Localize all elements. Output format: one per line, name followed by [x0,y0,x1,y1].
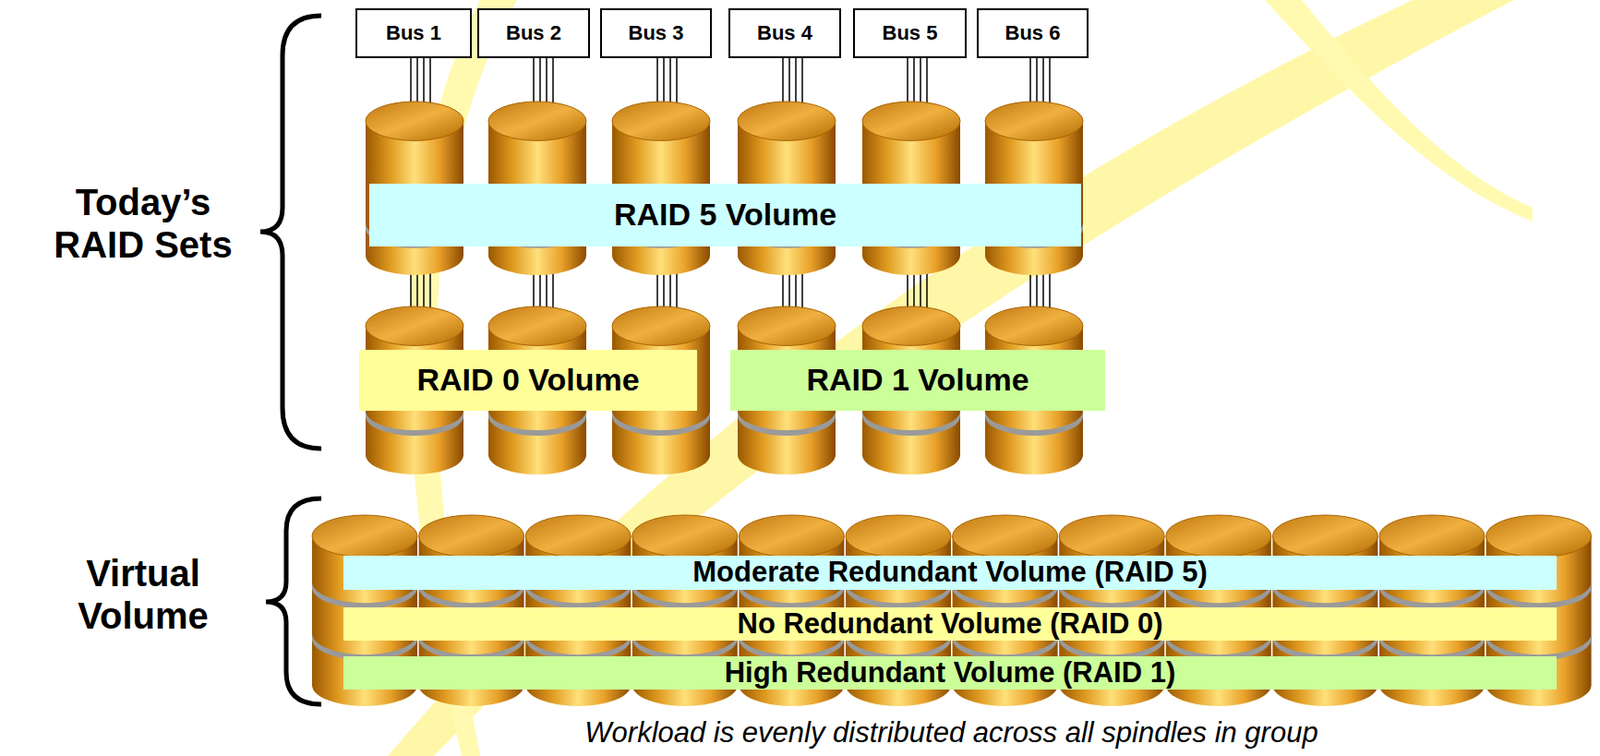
bus-wire [656,58,659,106]
platter-stripe [985,410,1083,436]
disk-top [737,306,836,346]
node-label: Bus 1 [385,22,442,45]
node-label: High Redundant Volume (RAID 1) [724,657,1177,689]
bus-wire [532,58,535,106]
platter-stripe [488,410,587,436]
disk-top [738,515,844,558]
disk-top [862,306,961,346]
volume-band: High Redundant Volume (RAID 1) [343,656,1557,690]
bus-wire [675,58,678,106]
bus-wire [416,58,419,106]
volume-band: RAID 1 Volume [730,349,1106,411]
bus-wire [1042,58,1045,106]
volume-band: RAID 5 Volume [369,183,1082,247]
node-label: RAID 1 Volume [806,362,1029,397]
node-label: Bus 6 [1005,22,1061,45]
background-swoosh [1264,0,1533,222]
disk-top [845,515,951,558]
bus-wire [913,58,915,106]
bus-wire [669,58,672,106]
bus-wire [788,58,791,106]
bus-box: Bus 6 [976,8,1089,59]
bus-box: Bus 4 [728,8,842,59]
volume-band: Moderate Redundant Volume (RAID 5) [343,555,1557,590]
platter-stripe [612,410,710,436]
bus-wire [801,58,804,106]
bus-wire [545,58,548,106]
volume-band: RAID 0 Volume [359,349,698,411]
disk-top [1486,515,1592,558]
bus-wire [422,58,425,106]
bus-wire [919,58,922,106]
disk-top [1272,515,1378,558]
bus-wire [429,58,432,106]
bus-box: Bus 2 [477,8,590,59]
disk-top [365,101,464,141]
disk-top [1058,515,1165,558]
disk-top [1166,515,1272,558]
bus-wire [794,58,797,106]
brace [265,498,322,705]
bus-wire [1035,58,1038,106]
node-label: RAID 5 Volume [613,197,837,232]
background-swoosh [387,0,1515,756]
bus-wire [662,58,665,106]
bus-wire [781,58,784,106]
node-label: Bus 5 [882,22,939,45]
disk-top [952,515,1059,558]
node-label: Bus 4 [757,22,813,45]
bus-box: Bus 1 [355,8,472,59]
caption: Workload is evenly distributed across al… [311,716,1592,750]
disk-top [525,515,631,558]
disk-top [488,306,587,346]
disk-top [488,101,587,141]
disk-top [737,101,836,141]
side-label: Today’s RAID Sets [27,180,259,266]
disk-top [862,101,961,141]
disk-top [312,515,418,558]
volume-band: No Redundant Volume (RAID 0) [343,607,1557,641]
bus-wire [1029,58,1032,106]
platter-stripe [737,410,836,436]
bus-wire [926,58,928,106]
bus-wire [906,58,909,106]
bus-wire [552,58,554,106]
node-label: Moderate Redundant Volume (RAID 5) [692,556,1207,589]
bus-box: Bus 5 [853,8,967,59]
node-label: Bus 3 [628,22,685,45]
disk-top [1379,515,1485,558]
disk-top [612,306,710,346]
node-label: No Redundant Volume (RAID 0) [737,608,1164,640]
side-label: Virtual Volume [27,552,259,638]
disk-top [419,515,525,558]
bus-wire [409,58,412,106]
node-label: RAID 0 Volume [416,362,639,397]
platter-stripe [365,410,464,436]
platter-stripe [862,410,961,436]
disk-top [985,306,1083,346]
brace [260,15,322,449]
disk-top [612,101,710,141]
bus-box: Bus 3 [600,8,712,59]
disk-top [365,306,464,346]
bus-wire [539,58,542,106]
disk-top [632,515,738,558]
node-label: Bus 2 [505,22,562,45]
bus-wire [1048,58,1051,106]
disk-top [985,101,1083,141]
